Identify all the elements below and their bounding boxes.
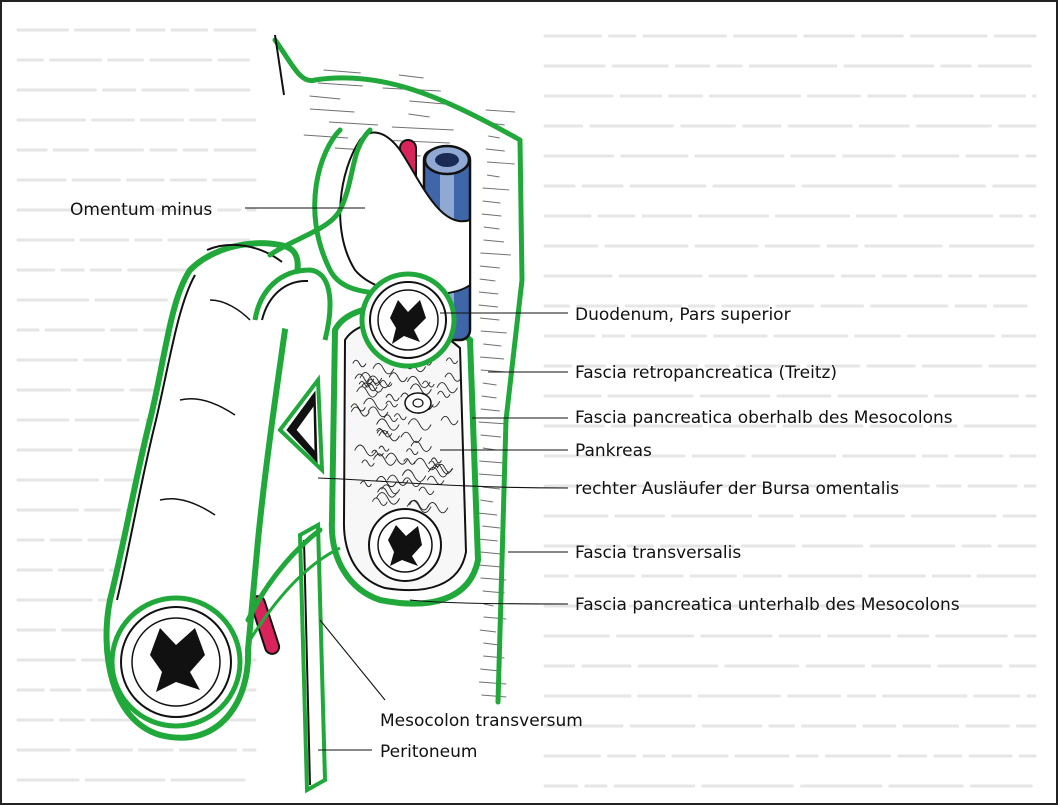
label-bursa-omentalis: rechter Ausläufer der Bursa omentalis (575, 479, 899, 499)
bowel-lower-compartment (369, 509, 441, 581)
leader-mesocolon (320, 620, 385, 700)
label-duodenum: Duodenum, Pars superior (575, 305, 791, 325)
label-mesocolon-transversum: Mesocolon transversum (380, 711, 583, 731)
label-pankreas: Pankreas (575, 441, 652, 461)
label-peritoneum: Peritoneum (380, 742, 477, 762)
label-fascia-transversalis: Fascia transversalis (575, 543, 741, 563)
label-fascia-pancreatica-oberhalb: Fascia pancreatica oberhalb des Mesocolo… (575, 408, 953, 428)
label-omentum-minus: Omentum minus (70, 200, 212, 220)
label-fascia-retropancreatica: Fascia retropancreatica (Treitz) (575, 363, 837, 383)
bursa-omentalis (280, 380, 322, 470)
label-fascia-pancreatica-unterhalb: Fascia pancreatica unterhalb des Mesocol… (575, 595, 960, 615)
pancreatic-duct (405, 393, 431, 413)
